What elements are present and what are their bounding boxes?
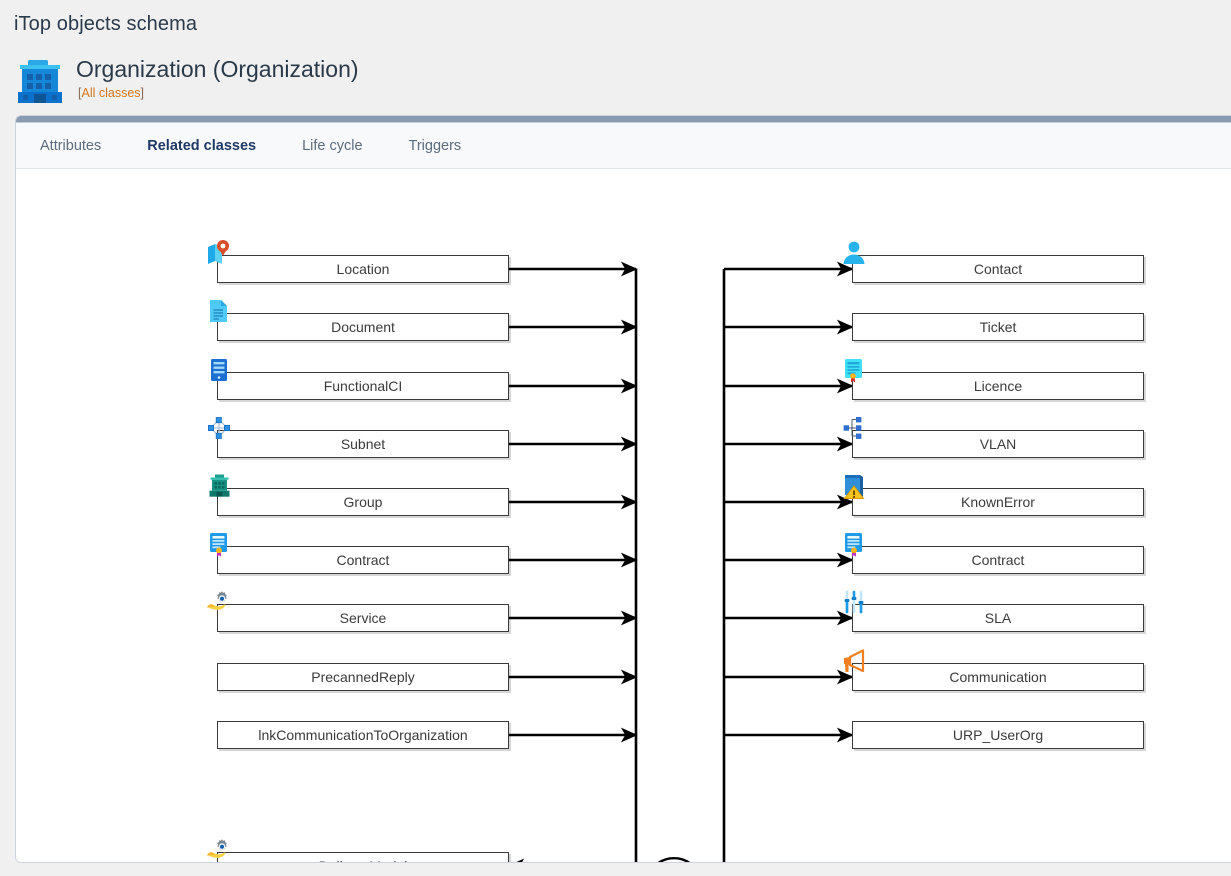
class-box-Licence[interactable]: Licence [852,372,1144,400]
class-box-label: Contract [971,552,1025,568]
class-box-label: Group [343,494,383,510]
class-box-Location[interactable]: Location [217,255,509,283]
class-box-Subnet[interactable]: Subnet [217,430,509,458]
class-box-label: PrecannedReply [311,669,415,685]
class-box-Document[interactable]: Document [217,313,509,341]
tabs-strip: Attributes Related classes Life cycle Trigg… [16,123,1231,169]
all-classes-link[interactable]: All classes [81,86,141,101]
class-box-label: lnkCommunicationToOrganization [258,727,468,743]
class-box-KnownError[interactable]: KnownError [852,488,1144,516]
class-box-Contract[interactable]: Contract [217,546,509,574]
class-box-label: SLA [984,610,1012,626]
class-box-VLAN[interactable]: VLAN [852,430,1144,458]
class-box-label: Document [331,319,395,335]
class-box-label: Licence [973,378,1023,394]
class-box-Contact[interactable]: Contact [852,255,1144,283]
class-box-label: FunctionalCI [323,378,403,394]
class-box-lnkCommunicationToOrganization[interactable]: lnkCommunicationToOrganization [217,721,509,749]
class-box-label: Location [336,261,390,277]
class-box-label: Contract [336,552,390,568]
page-title: iTop objects schema [14,13,198,35]
tab-life-cycle[interactable]: Life cycle [302,137,363,154]
self-reference-loop [657,857,691,862]
diagram-connectors [507,261,854,862]
class-box-label: Communication [949,669,1047,685]
class-box-label: URP_UserOrg [952,727,1044,743]
bracket-close: ] [140,86,145,101]
class-box-label: Subnet [340,436,386,452]
class-header: Organization (Organization) [All classes… [14,54,359,106]
building-icon [14,54,66,106]
class-box-label: Service [339,610,387,626]
class-box-Service[interactable]: Service [217,604,509,632]
class-title: Organization (Organization) [76,56,359,82]
class-box-DeliveryModel[interactable]: DeliveryModel [217,852,509,862]
class-box-label: VLAN [979,436,1017,452]
all-classes-line: [All classes] [78,86,359,100]
tab-related-classes[interactable]: Related classes [147,137,257,154]
tabs-top-accent-bar [16,116,1231,123]
class-box-URP_UserOrg[interactable]: URP_UserOrg [852,721,1144,749]
class-box-PrecannedReply[interactable]: PrecannedReply [217,663,509,691]
class-box-Group[interactable]: Group [217,488,509,516]
tab-attributes[interactable]: Attributes [40,137,102,154]
class-box-label: DeliveryModel [319,858,408,862]
class-box-Contract[interactable]: Contract [852,546,1144,574]
class-box-label: KnownError [961,494,1035,510]
class-box-Communication[interactable]: Communication [852,663,1144,691]
content-panel: Attributes Related classes Life cycle Trigg… [15,115,1231,863]
tab-triggers[interactable]: Triggers [408,137,462,154]
class-box-SLA[interactable]: SLA [852,604,1144,632]
class-box-label: Ticket [979,319,1017,335]
class-box-label: Contact [973,261,1023,277]
bracket-open: [ [78,86,82,101]
class-box-FunctionalCI[interactable]: FunctionalCI [217,372,509,400]
class-box-Ticket[interactable]: Ticket [852,313,1144,341]
